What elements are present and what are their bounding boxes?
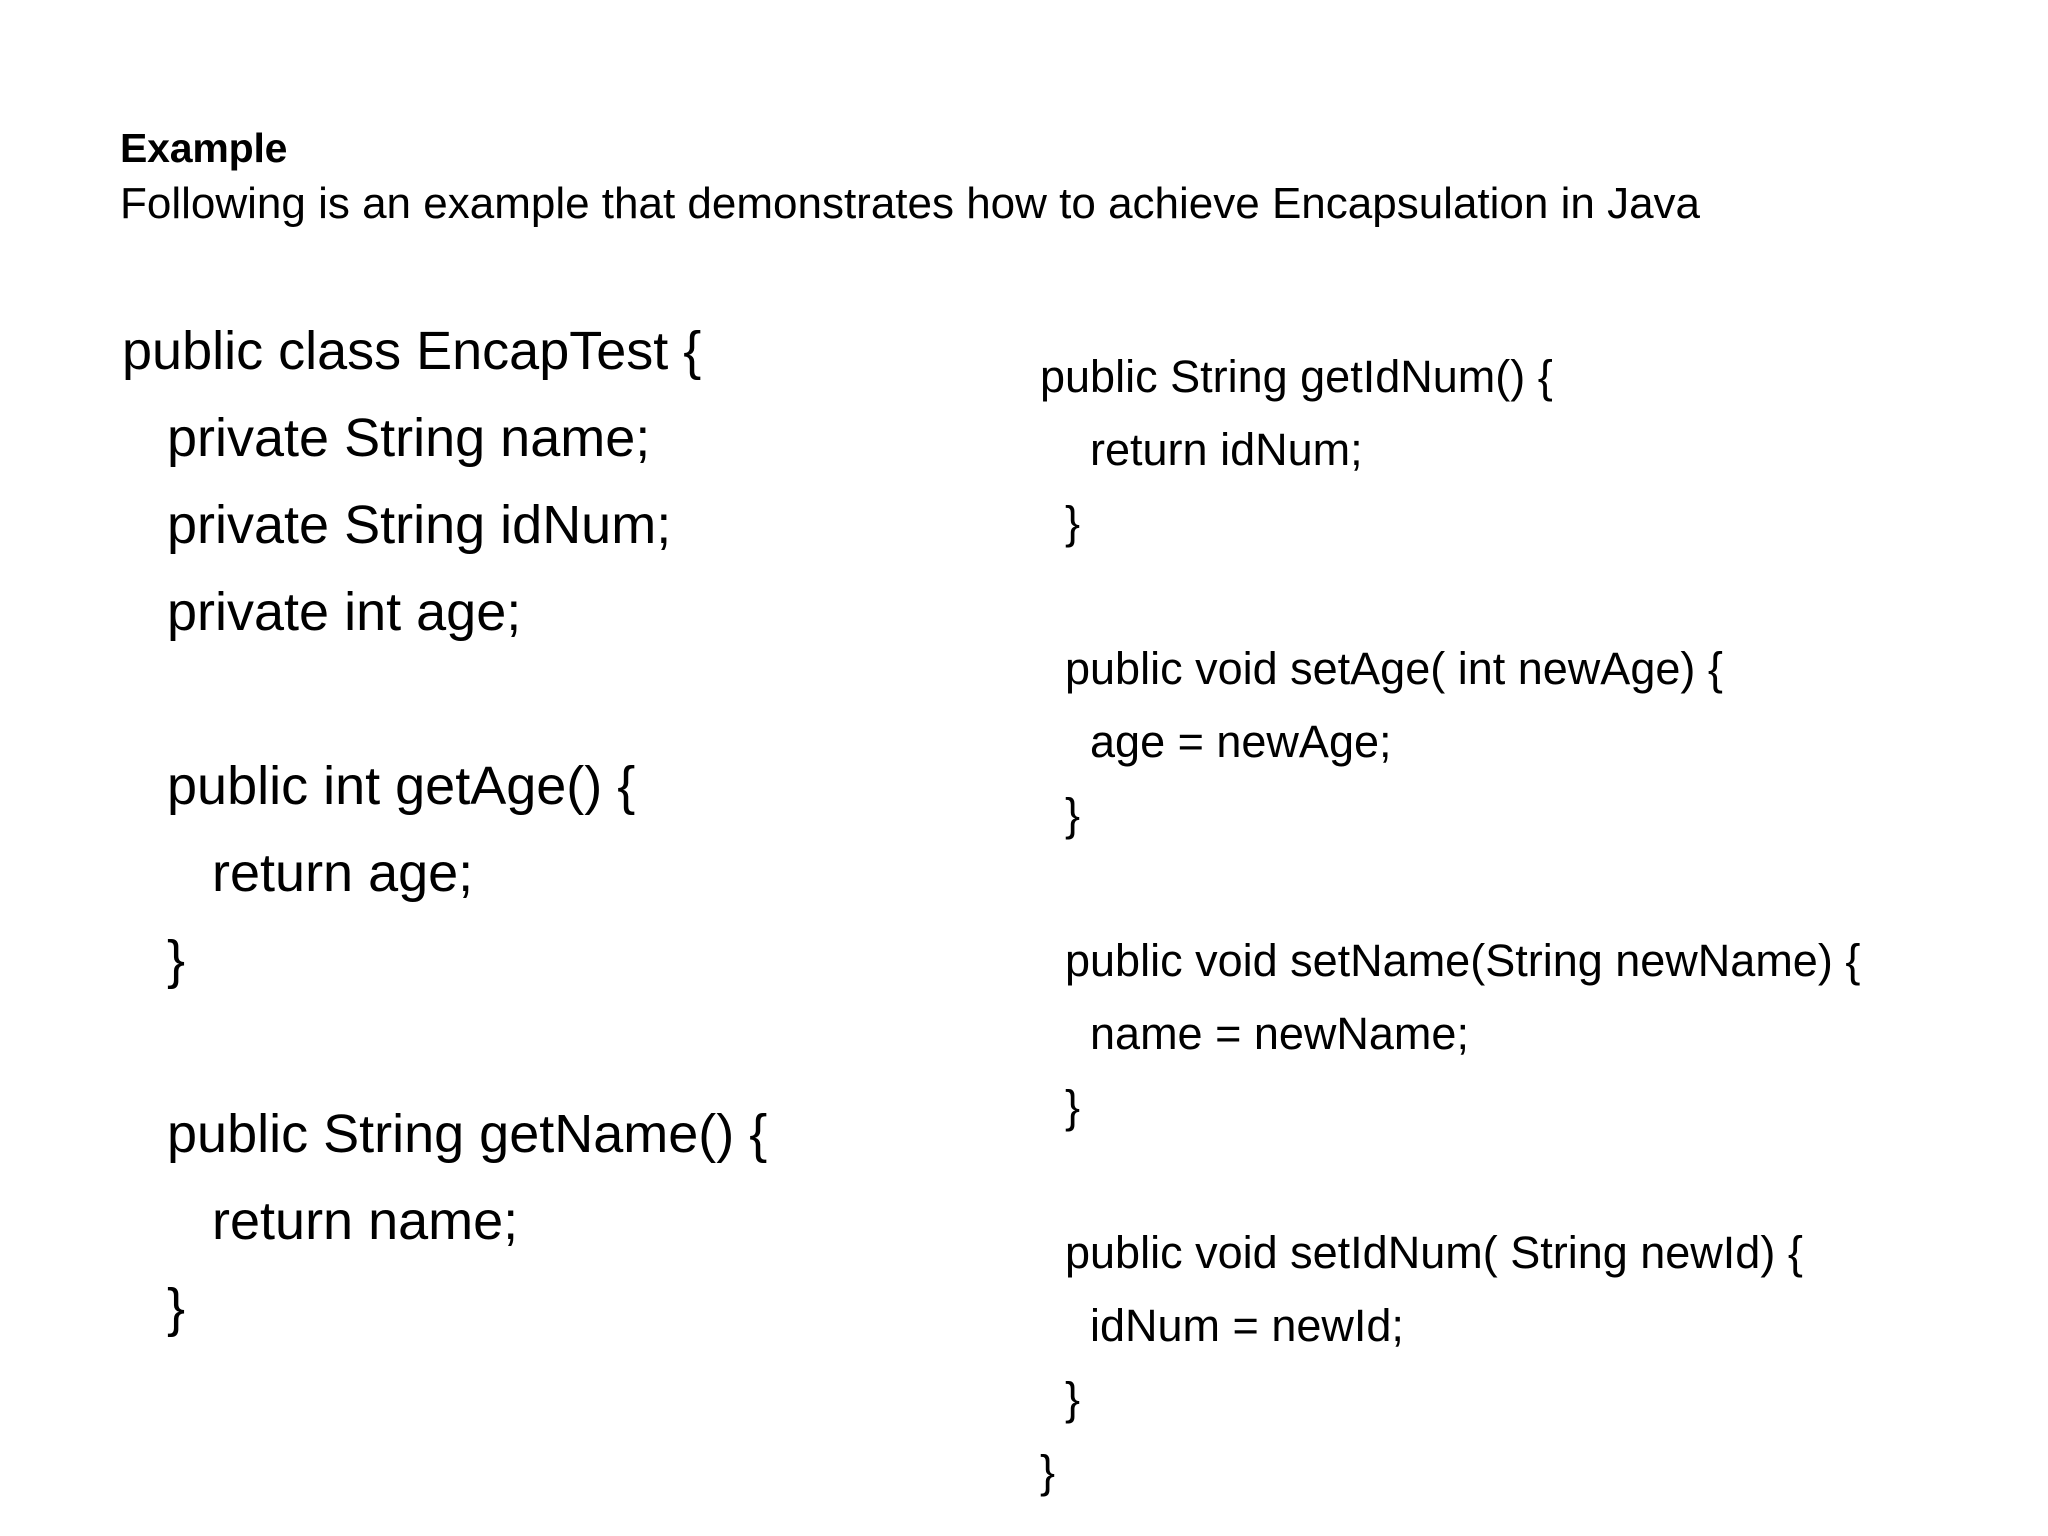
code-line: public String getName() { xyxy=(122,1104,768,1164)
code-block-left: public class EncapTest { private String … xyxy=(122,308,767,1352)
code-line: public void setAge( int newAge) { xyxy=(1040,643,1723,694)
page-subtitle: Following is an example that demonstrate… xyxy=(120,178,1701,228)
code-line: private String name; xyxy=(122,408,651,468)
code-line: age = newAge; xyxy=(1040,716,1392,767)
code-line: } xyxy=(122,930,186,990)
code-line: return idNum; xyxy=(1040,424,1363,475)
code-line: } xyxy=(1040,1081,1081,1132)
code-line: public void setIdNum( String newId) { xyxy=(1040,1227,1803,1278)
code-line: } xyxy=(1040,1373,1081,1424)
code-line: } xyxy=(1040,1446,1056,1497)
code-line: } xyxy=(1040,497,1081,548)
code-line: public class EncapTest { xyxy=(122,321,702,381)
code-line-blank xyxy=(122,1004,767,1091)
code-line: return age; xyxy=(122,843,474,903)
code-line-blank xyxy=(1040,851,1860,924)
code-line: } xyxy=(122,1278,186,1338)
code-line: return name; xyxy=(122,1191,519,1251)
code-line-blank xyxy=(122,656,767,743)
code-line: } xyxy=(1040,789,1081,840)
code-line-blank xyxy=(1040,559,1860,632)
code-line: private String idNum; xyxy=(122,495,672,555)
code-line: public String getIdNum() { xyxy=(1040,351,1553,402)
code-line: public void setName(String newName) { xyxy=(1040,935,1861,986)
code-line-blank xyxy=(1040,1143,1860,1216)
code-line: public int getAge() { xyxy=(122,756,636,816)
code-line: name = newName; xyxy=(1040,1008,1469,1059)
code-block-right: public String getIdNum() { return idNum;… xyxy=(1040,340,1860,1508)
code-line: idNum = newId; xyxy=(1040,1300,1404,1351)
code-line: private int age; xyxy=(122,582,522,642)
heading-block: Example Following is an example that dem… xyxy=(120,125,1940,229)
page-title: Example xyxy=(120,125,288,171)
